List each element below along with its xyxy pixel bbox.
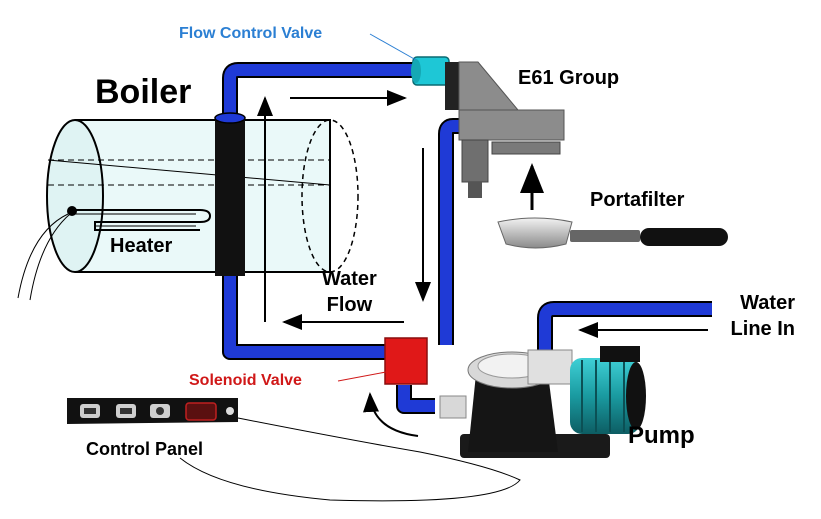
- solenoid-valve: [384, 337, 428, 385]
- water-line-line2: Line In: [730, 318, 795, 340]
- control-panel-image: [67, 398, 521, 502]
- heater-label: Heater: [110, 235, 173, 257]
- water-flow-line1: Water: [322, 268, 377, 290]
- water-pipes: [222, 62, 712, 414]
- portafilter-label: Portafilter: [590, 189, 685, 211]
- water-line-line1: Water: [740, 292, 795, 314]
- heater-element: [17, 206, 212, 301]
- e61-group-head: [445, 61, 565, 198]
- solenoid-valve-label: Solenoid Valve: [189, 372, 302, 389]
- boiler-band: [215, 118, 245, 276]
- pump-label: Pump: [628, 422, 695, 449]
- flow-control-valve-label: Flow Control Valve: [179, 25, 323, 42]
- water-flow-label: Water Flow: [322, 266, 377, 318]
- flow-arrows: [257, 90, 708, 437]
- flow-control-valve: [369, 33, 450, 86]
- pump-image: [439, 346, 646, 458]
- solenoid-leader: [337, 371, 387, 382]
- boiler: [46, 119, 359, 273]
- water-line-in-label: Water Line In: [731, 290, 795, 342]
- e61-group-label: E61 Group: [518, 67, 620, 89]
- control-panel-label: Control Panel: [86, 439, 204, 459]
- portafilter-image: [497, 217, 728, 249]
- boiler-label: Boiler: [95, 73, 192, 111]
- water-flow-line2: Flow: [326, 294, 373, 316]
